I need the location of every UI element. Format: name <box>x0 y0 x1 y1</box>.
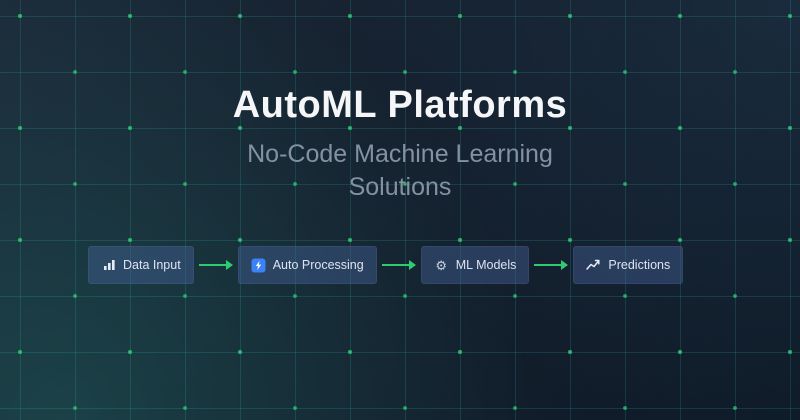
flow-node-label: Predictions <box>608 258 671 272</box>
auto-processing-icon <box>251 258 266 273</box>
flow-node-data-input: Data Input <box>88 246 194 284</box>
flow-node-label: Auto Processing <box>272 258 364 272</box>
flow-arrow <box>198 260 233 270</box>
flow-node-predictions: Predictions <box>573 246 684 284</box>
flow-node-ml-models: ⚙ ML Models <box>420 246 530 284</box>
page-subtitle: No-Code Machine Learning Solutions <box>247 140 553 201</box>
trend-line-icon <box>586 258 601 273</box>
flow-node-label: Data Input <box>123 258 181 272</box>
flow-node-auto-processing: Auto Processing <box>237 246 377 284</box>
flow-diagram: Data Input Auto Processing ⚙ M <box>88 246 684 284</box>
flow-node-label: ML Models <box>455 258 517 272</box>
page-title: AutoML Platforms <box>232 84 568 126</box>
flow-arrow <box>381 260 416 270</box>
bar-chart-icon <box>101 258 116 273</box>
flow-arrow <box>534 260 569 270</box>
gear-icon: ⚙ <box>435 257 448 273</box>
